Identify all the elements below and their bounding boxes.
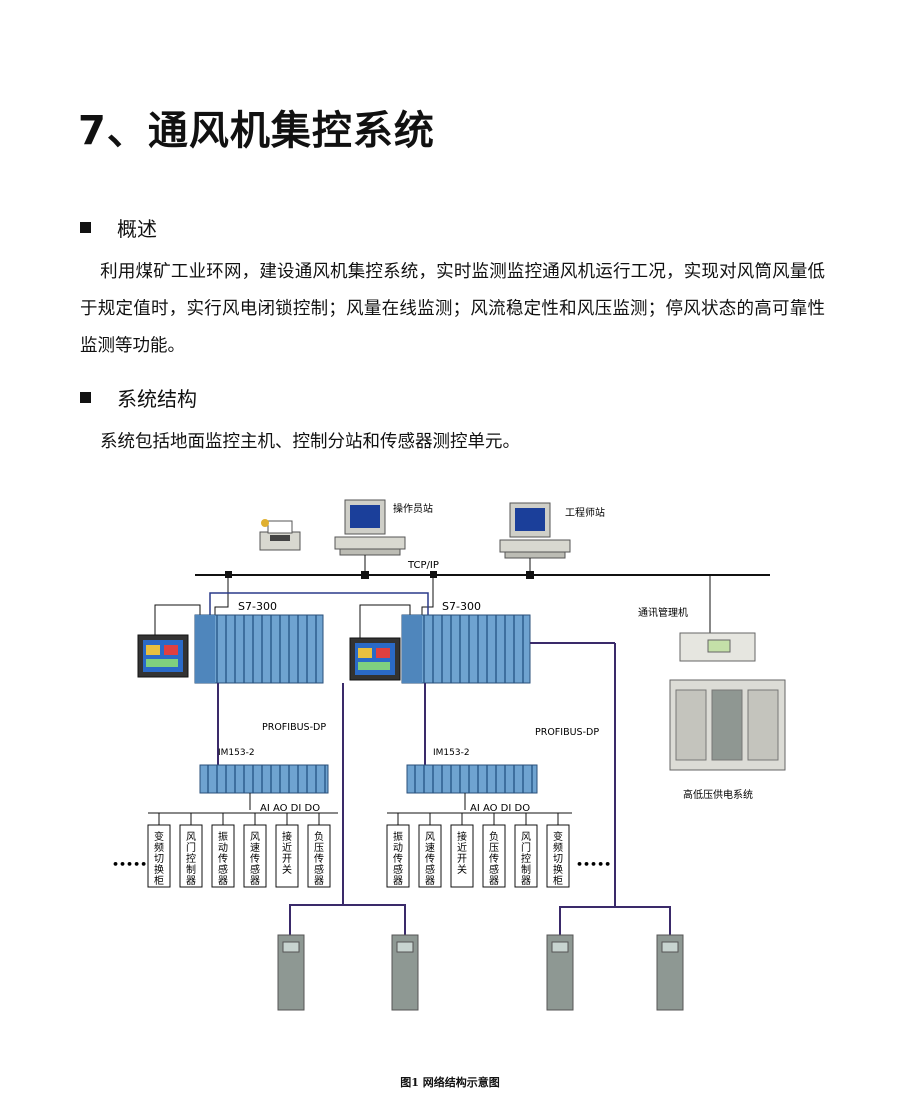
sensor-box — [179, 824, 203, 888]
figure-caption: 图1 网络结构示意图 — [400, 1076, 500, 1089]
sensor-label: 风速传感器 — [250, 831, 260, 887]
printer-icon — [259, 519, 301, 551]
overview-paragraph: 利用煤矿工业环网，建设通风机集控系统，实时监测监控通风机运行工况，实现对风筒风量… — [80, 254, 825, 365]
engineer-station-icon — [499, 502, 571, 559]
cabinet-1-icon — [277, 934, 305, 1011]
io-left-module — [199, 764, 329, 794]
sensor-label: 接近开关 — [282, 830, 292, 876]
operator-station-icon — [334, 499, 406, 556]
sensor-label: 风门控制器 — [186, 831, 196, 887]
sensor-boxes: 变频切换柜 风门控制器 振动传感器 风速传感器 接近开关 负压传感器 振动传感器 风速传感器 接… — [147, 813, 570, 888]
engineer-station-label: 工程师站 — [565, 506, 605, 519]
sensor-label: 振动传感器 — [393, 830, 403, 887]
cabinet-3-icon — [546, 934, 574, 1011]
io-left-signals: AI AO DI DO — [260, 803, 320, 814]
sensor-label: 负压传感器 — [489, 830, 499, 887]
comm-manager-label: 通讯管理机 — [638, 606, 688, 619]
sensor-box — [450, 824, 474, 888]
sensor-label: 振动传感器 — [218, 830, 228, 887]
io-right-label: IM153-2 — [433, 748, 470, 758]
comm-manager-device — [679, 632, 756, 662]
plc-left-label: S7-300 — [238, 600, 277, 613]
plc-left-link-line — [214, 578, 229, 615]
connector-icon — [225, 571, 232, 578]
feeder-right-line — [559, 906, 671, 935]
sensor-box — [307, 824, 331, 888]
sensor-label: 风速传感器 — [425, 831, 435, 887]
feeder-left-line — [289, 904, 406, 935]
structure-heading: 系统结构 — [80, 383, 197, 412]
sensor-box — [482, 824, 506, 888]
hmi-right-link-line — [359, 604, 411, 638]
overview-heading: 概述 — [80, 213, 157, 242]
hmi-left-link-line — [154, 604, 201, 635]
sensor-box — [275, 824, 299, 888]
plc-right-rack — [401, 614, 531, 684]
connector-icon — [430, 571, 437, 578]
more-right-dots: ••••• — [576, 858, 611, 871]
sensor-box — [243, 824, 267, 888]
structure-paragraph: 系统包括地面监控主机、控制分站和传感器测控单元。 — [80, 424, 825, 461]
page-title: 7、通风机集控系统 — [78, 108, 435, 154]
more-left-dots: ••••• — [112, 858, 147, 871]
io-right-module — [406, 764, 538, 794]
connector-icon — [526, 571, 534, 579]
sensor-label: 变频切换柜 — [553, 830, 563, 887]
sensor-label: 风门控制器 — [521, 831, 531, 887]
connector-icon — [361, 571, 369, 579]
structure-text: 系统包括地面监控主机、控制分站和传感器测控单元。 — [100, 432, 520, 452]
sensor-box — [418, 824, 442, 888]
hmi-left-icon — [137, 634, 189, 678]
sensor-label: 负压传感器 — [314, 830, 324, 887]
cabinet-4-icon — [656, 934, 684, 1011]
power-cabinet-device — [669, 679, 786, 771]
sensor-box — [147, 824, 171, 888]
bullet-square-icon — [80, 392, 91, 403]
structure-heading-text: 系统结构 — [117, 387, 197, 411]
cabinet-2-icon — [391, 934, 419, 1011]
overview-heading-text: 概述 — [117, 217, 157, 241]
plc-ring-line — [209, 592, 429, 615]
hmi-right-icon — [349, 637, 401, 681]
sensor-box — [211, 824, 235, 888]
operator-station-label: 操作员站 — [393, 502, 433, 515]
sensor-box — [514, 824, 538, 888]
plc-right-label: S7-300 — [442, 600, 481, 613]
profibus-left-label: PROFIBUS-DP — [262, 722, 326, 733]
sensor-label: 变频切换柜 — [154, 830, 164, 887]
profibus-right-label: PROFIBUS-DP — [535, 727, 599, 738]
bullet-square-icon — [80, 222, 91, 233]
overview-text: 利用煤矿工业环网，建设通风机集控系统，实时监测监控通风机运行工况，实现对风筒风量… — [80, 262, 825, 356]
sensor-box — [386, 824, 410, 888]
sensor-label: 接近开关 — [457, 830, 467, 876]
network-diagram: 操作员站 工程师站 TCP/IP 通讯管理机 S7 — [112, 499, 786, 1011]
io-left-label: IM153-2 — [218, 748, 255, 758]
sensor-box — [546, 824, 570, 888]
io-right-signals: AI AO DI DO — [470, 803, 530, 814]
plc-left-rack — [194, 614, 324, 684]
power-system-label: 高低压供电系统 — [683, 788, 753, 801]
network-label: TCP/IP — [407, 560, 439, 571]
